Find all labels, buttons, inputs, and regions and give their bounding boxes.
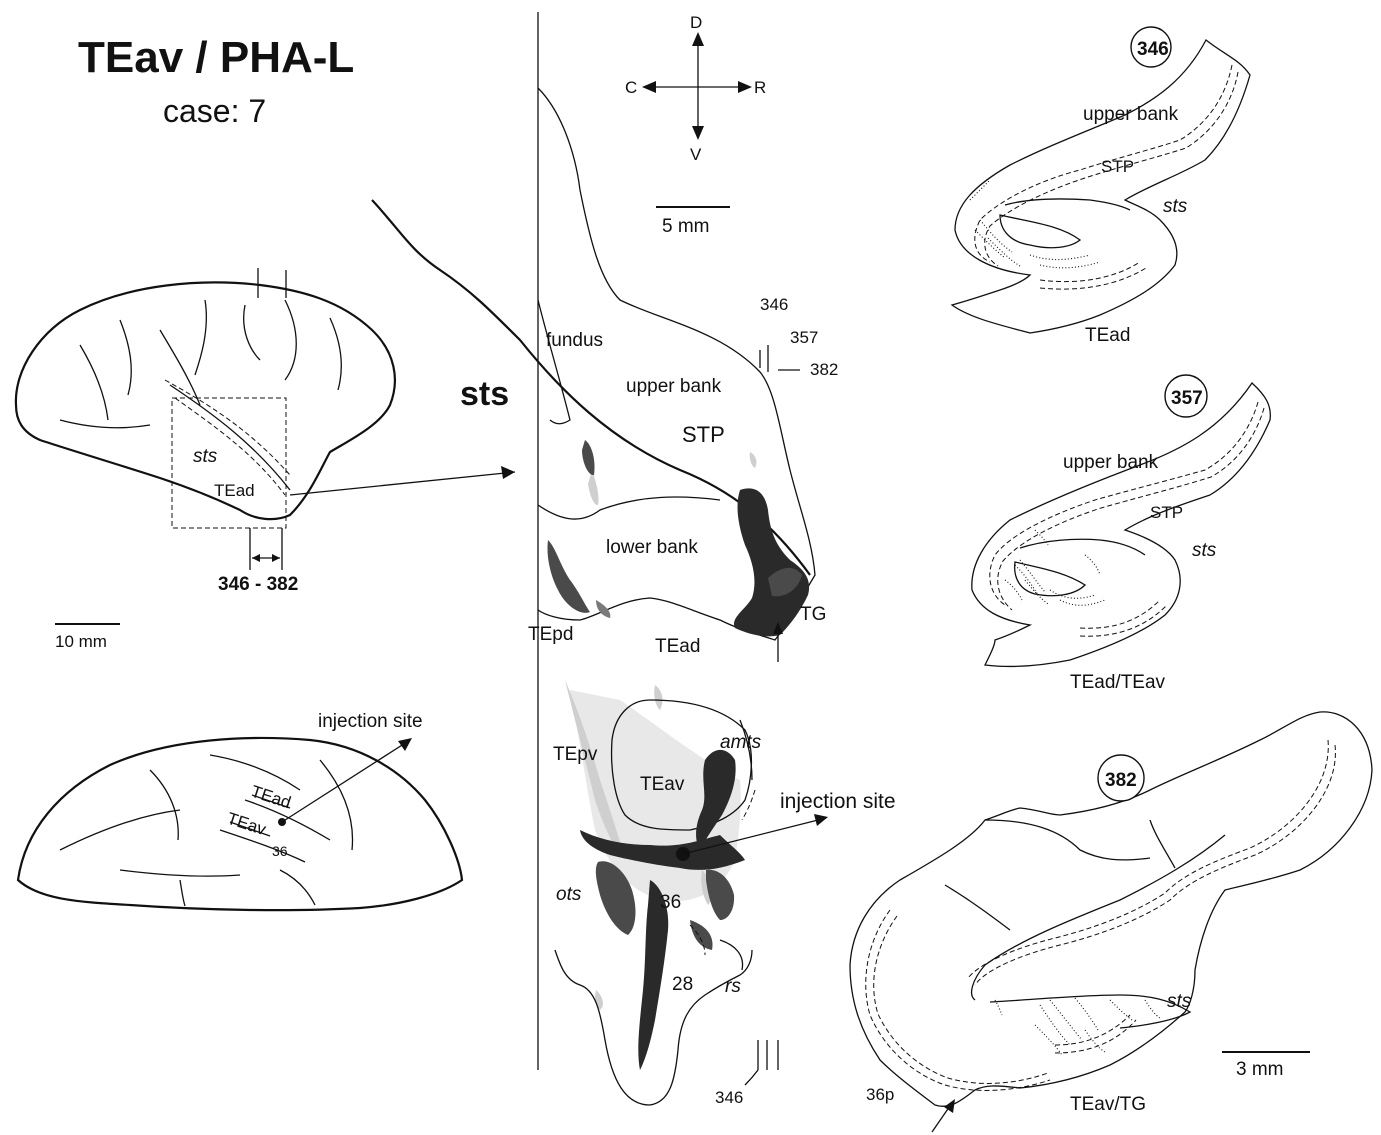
orientation-ventral: V	[690, 145, 702, 164]
section-357-area: TEad/TEav	[1070, 672, 1166, 693]
zoom-pointer-line	[290, 472, 515, 495]
section-346-stp: STP	[1101, 157, 1134, 176]
flatmap-teav-label: TEav	[640, 774, 685, 795]
ventral-brain-view: TEad TEav 36 injection site	[18, 711, 462, 910]
flatmap-ots-label: ots	[556, 884, 582, 905]
section-346-area: TEad	[1085, 325, 1130, 346]
flatmap-fundus-label: fundus	[546, 330, 603, 351]
flatmap-tg-label: TG	[800, 604, 826, 625]
ventral-teav-label: TEav	[225, 809, 269, 839]
lateral-brain-outline	[16, 282, 395, 519]
section-357-number: 357	[1171, 388, 1203, 409]
flatmap-bottom-section-label: 346	[715, 1088, 743, 1107]
section-346-number: 346	[1137, 39, 1169, 60]
label-patch-medium-2	[547, 540, 590, 613]
orientation-rostral: R	[754, 78, 766, 97]
label-patch-dense-tg	[734, 488, 809, 636]
orientation-caudal: C	[625, 78, 637, 97]
section-346-sts: sts	[1163, 196, 1188, 217]
section-357-stp: STP	[1150, 503, 1183, 522]
flatmap-upper-bank-label: upper bank	[626, 376, 722, 397]
flatmap-section-357: 357	[790, 328, 818, 347]
flatmap-tead-label: TEad	[655, 636, 700, 657]
section-357: 357 upper bank STP sts TEad/TEav	[972, 375, 1271, 693]
section-382-36p: 36p	[866, 1085, 894, 1104]
section-357-sts: sts	[1192, 540, 1217, 561]
injection-pointer-line	[282, 740, 410, 822]
figure-title: TEav / PHA-L	[78, 33, 354, 82]
ventral-area36-label: 36	[272, 843, 288, 859]
section-346: 346 upper bank STP sts TEad	[952, 27, 1250, 346]
ventral-injection-label: injection site	[318, 711, 423, 732]
sampled-region-box	[172, 398, 286, 528]
section-382-area: TEav/TG	[1070, 1094, 1146, 1115]
flatmap-section-382: 382	[810, 360, 838, 379]
lateral-tead-label: TEad	[214, 481, 255, 500]
section-382-number: 382	[1105, 770, 1137, 791]
flatmap-rs-label: rs	[725, 976, 741, 997]
scale-10mm-label: 10 mm	[55, 632, 107, 651]
flatmap-lower-bank-label: lower bank	[606, 537, 698, 558]
section-range-label: 346 - 382	[218, 574, 298, 595]
section-382: 382 sts 3 mm TEav/TG 36p	[850, 712, 1372, 1132]
flatmap: D V C R 5 mm sts 346 357 382 fundus uppe…	[372, 12, 896, 1107]
flatmap-area36-label: 36	[660, 892, 681, 913]
label-patch-light-1	[588, 470, 599, 505]
section-357-upper-bank: upper bank	[1063, 452, 1159, 473]
scale-5mm-label: 5 mm	[662, 216, 710, 237]
ventral-tead-label: TEad	[249, 782, 294, 813]
flatmap-injection-label: injection site	[780, 790, 896, 813]
section-382-scale: 3 mm	[1236, 1059, 1284, 1080]
flatmap-amts-label: amts	[720, 732, 762, 753]
flatmap-area28-label: 28	[672, 974, 693, 995]
lateral-sts-label: sts	[193, 446, 218, 467]
section-382-sts: sts	[1167, 991, 1192, 1012]
orientation-dorsal: D	[690, 13, 702, 32]
case-label: case: 7	[163, 93, 266, 129]
flatmap-section-346: 346	[760, 295, 788, 314]
lateral-brain-view: sts TEad 346 - 382 10 mm	[16, 268, 515, 651]
label-patch-medium-1	[582, 440, 595, 475]
sts-sulcus-line	[170, 385, 290, 490]
flatmap-tepv-label: TEpv	[553, 744, 598, 765]
orientation-cross: D V C R	[625, 13, 766, 164]
flatmap-tepd-label: TEpd	[528, 624, 573, 645]
flatmap-stp-label: STP	[682, 422, 725, 447]
section-346-outline	[952, 40, 1250, 333]
section-346-upper-bank: upper bank	[1083, 104, 1179, 125]
flatmap-sts-label: sts	[460, 375, 509, 413]
